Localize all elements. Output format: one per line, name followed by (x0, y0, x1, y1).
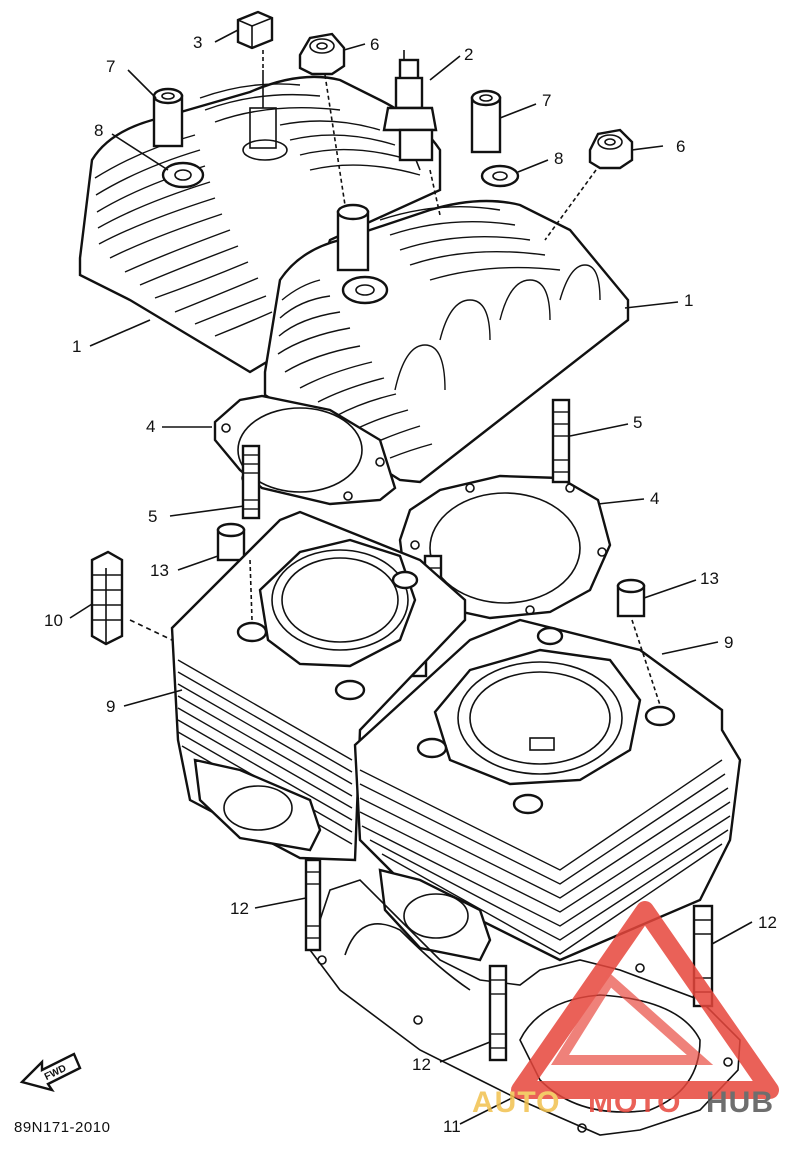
callout-4-left: 4 (146, 417, 155, 436)
watermark-moto: MOTO (588, 1086, 681, 1119)
cap-nut-right (588, 128, 634, 170)
forward-direction-badge: FWD (19, 1052, 82, 1092)
plug-cap (236, 10, 274, 50)
callout-12-mid: 12 (412, 1055, 431, 1074)
callout-6-left: 6 (370, 35, 379, 54)
watermark-auto: AUTO (472, 1086, 560, 1119)
spark-plug (382, 50, 438, 171)
callout-12-left: 12 (230, 899, 249, 918)
dowel-stud-left (241, 444, 261, 520)
cylinder-head-rear (78, 70, 442, 374)
part-code: 89N171-2010 (14, 1119, 110, 1136)
callout-13-left: 13 (150, 561, 169, 580)
washer-right (480, 164, 520, 188)
damper-block (90, 550, 124, 646)
callout-1-left: 1 (72, 337, 81, 356)
triangle-logo-icon (511, 901, 779, 1099)
callout-13-right: 13 (700, 569, 719, 588)
callout-8-left: 8 (94, 121, 103, 140)
cylinder-front (353, 618, 742, 962)
callout-6-right: 6 (676, 137, 685, 156)
assembly-lines (129, 50, 661, 706)
cylinder-head-front (263, 199, 630, 484)
callouts: 3 6 2 7 7 8 8 6 1 1 4 5 4 5 13 13 10 9 9… (44, 33, 777, 1136)
callout-9-left: 9 (106, 697, 115, 716)
long-stud-left (304, 858, 322, 952)
sleeve-nut-right (616, 578, 646, 618)
cylinder-rear (170, 510, 467, 862)
callout-7-right: 7 (542, 91, 551, 110)
spacer-right (470, 89, 502, 154)
callout-12-right: 12 (758, 913, 777, 932)
callout-1-right: 1 (684, 291, 693, 310)
sleeve-nut-left (216, 522, 246, 562)
callout-11: 11 (443, 1117, 461, 1136)
callout-7-left: 7 (106, 57, 115, 76)
watermark-hub: HUB (706, 1086, 774, 1119)
callout-3: 3 (193, 33, 202, 52)
callout-8-right: 8 (554, 149, 563, 168)
arrow-left-icon (19, 1052, 82, 1092)
callout-4-right: 4 (650, 489, 659, 508)
callout-5-left: 5 (148, 507, 157, 526)
leader-lines (69, 29, 753, 1125)
long-stud-mid (488, 964, 508, 1062)
callout-2: 2 (464, 45, 473, 64)
dowel-stud-right (551, 398, 571, 484)
callout-5-right: 5 (633, 413, 642, 432)
spacer-left (152, 87, 184, 148)
automotohub-watermark: AUTO MOTO HUB (472, 901, 779, 1119)
callout-9-right: 9 (724, 633, 733, 652)
callout-10: 10 (44, 611, 63, 630)
cap-nut-left (298, 32, 346, 76)
